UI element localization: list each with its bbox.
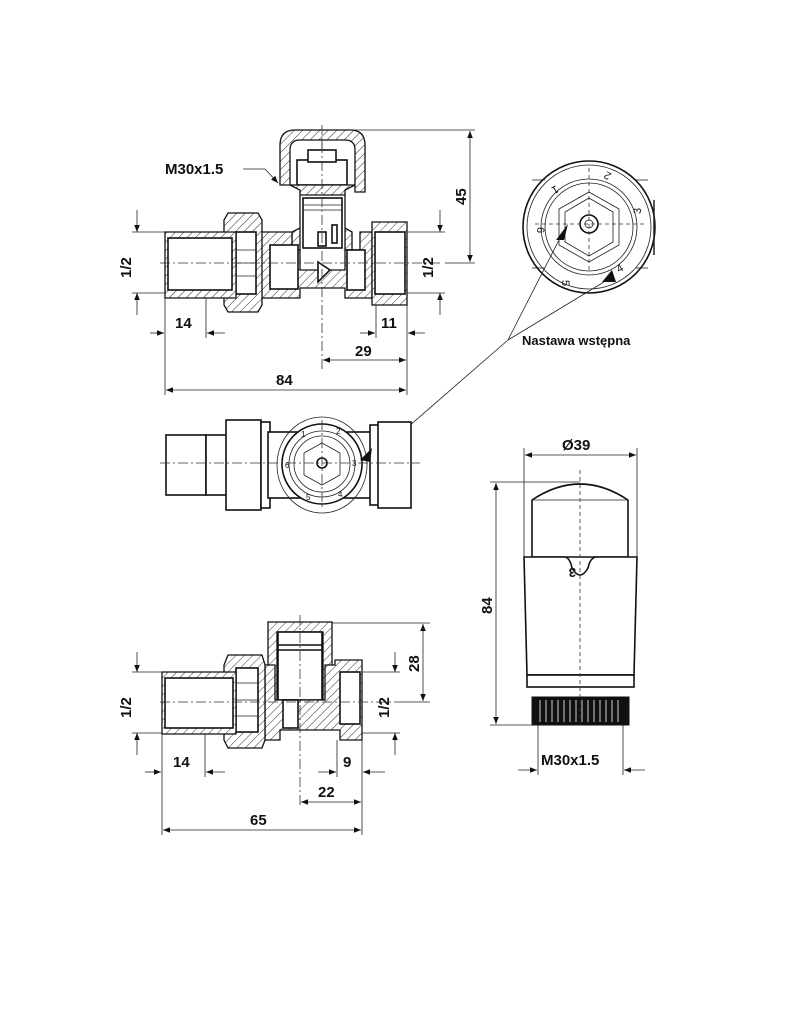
thread-label: M30x1.5 — [165, 161, 223, 178]
dial-mark-4: 4 — [615, 262, 626, 275]
dim-right-pipe: 1/2 — [376, 697, 393, 718]
head-body — [523, 556, 638, 676]
valve-section-top-view: M30x1.5 1/2 1/2 45 14 11 — [118, 125, 475, 395]
dim-total-length: 65 — [250, 812, 267, 829]
dim-center-outlet: 22 — [318, 784, 335, 801]
dial-mark-5: 5 — [559, 280, 571, 286]
dial-mark-6: 6 — [534, 227, 546, 233]
protective-cap — [279, 129, 366, 193]
dim-head-height: 84 — [479, 597, 496, 614]
dim-inlet: 14 — [173, 754, 190, 771]
valve-plan-view: 1 2 3 4 5 6 — [160, 416, 420, 514]
dim-inlet: 14 — [175, 315, 192, 332]
dim-height: 28 — [406, 655, 423, 672]
presetting-callout-label: Nastawa wstępna — [522, 333, 631, 348]
dim-total-length: 84 — [276, 372, 293, 389]
dial-mark-2: 2 — [602, 168, 613, 181]
dim-head-thread: M30x1.5 — [541, 752, 599, 769]
dim-outlet: 9 — [343, 754, 351, 771]
plan-mark-2: 2 — [336, 427, 341, 436]
plan-mark-1: 1 — [301, 430, 306, 439]
presetting-dial-detail: 1 2 3 4 5 6 Nastawa wstępna — [369, 160, 656, 461]
dim-left-pipe: 1/2 — [118, 697, 135, 718]
plan-mark-5: 5 — [306, 493, 311, 502]
dim-right-pipe: 1/2 — [420, 257, 437, 278]
thermostatic-head: 3 Ø39 84 M30x1.5 — [479, 437, 645, 775]
dim-head-diameter: Ø39 — [562, 437, 590, 454]
dial-mark-1: 1 — [549, 182, 560, 195]
valve-section-bottom-view: 1/2 1/2 28 14 9 22 65 — [118, 615, 430, 835]
dim-outlet: 11 — [381, 315, 397, 332]
plan-mark-4: 4 — [338, 490, 343, 499]
dial-mark-3: 3 — [632, 208, 644, 214]
dim-height: 45 — [453, 188, 470, 205]
dim-left-pipe: 1/2 — [118, 257, 135, 278]
bonnet — [289, 184, 356, 251]
plan-mark-3: 3 — [352, 459, 357, 468]
thread-collar — [531, 696, 630, 726]
plan-mark-6: 6 — [285, 461, 290, 470]
dim-center-outlet: 29 — [355, 343, 372, 360]
head-setting-mark: 3 — [569, 565, 576, 580]
